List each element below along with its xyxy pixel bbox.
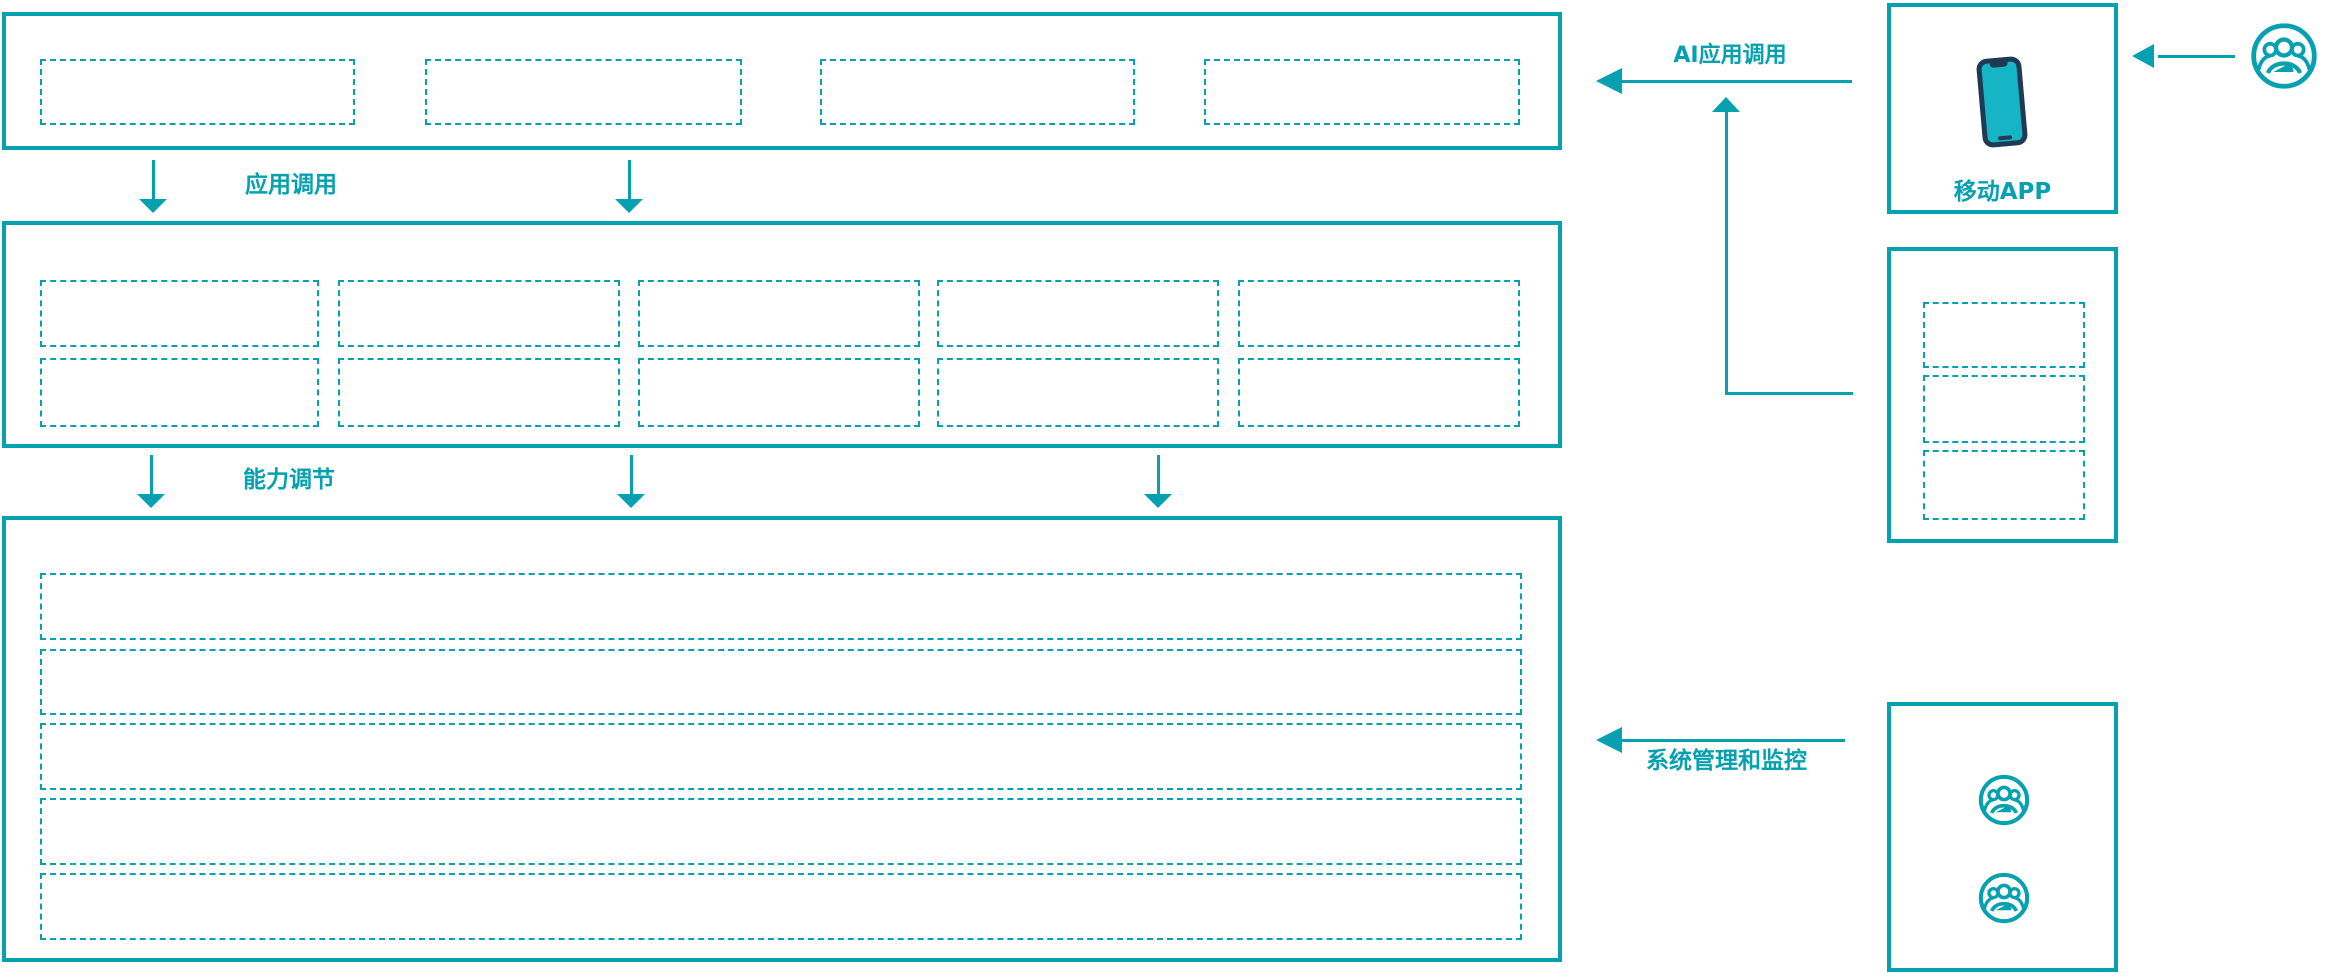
admin-users-box bbox=[1887, 702, 2118, 972]
ai-call-arrowhead bbox=[1596, 68, 1622, 94]
user-arrow-line bbox=[2158, 55, 2235, 58]
capability-arrowhead bbox=[617, 494, 645, 508]
client-slot bbox=[1923, 450, 2085, 520]
mobile-app-box: 移动APP bbox=[1887, 3, 2118, 214]
sys-mgmt-arrowhead bbox=[1596, 727, 1622, 753]
capability-arrowhead bbox=[137, 494, 165, 508]
client-up-arrowhead bbox=[1712, 97, 1740, 112]
capability-label: 能力调节 bbox=[243, 467, 335, 493]
capability-slot bbox=[1238, 358, 1520, 427]
app-call-arrowhead bbox=[139, 199, 167, 213]
users-group-icon bbox=[1978, 774, 2030, 826]
app-call-arrowhead bbox=[615, 199, 643, 213]
capability-slot bbox=[338, 280, 620, 347]
sys-mgmt-label: 系统管理和监控 bbox=[1646, 748, 1807, 774]
capability-slot bbox=[937, 280, 1219, 347]
capability-arrow-stem bbox=[150, 455, 153, 495]
client-up-arrow-stem bbox=[1725, 112, 1728, 394]
users-group-icon bbox=[1978, 872, 2030, 924]
platform-row-slot bbox=[40, 649, 1522, 715]
client-slot bbox=[1923, 302, 2085, 368]
capability-slot bbox=[40, 358, 319, 427]
capability-slot bbox=[338, 358, 620, 427]
app-call-arrow-stem bbox=[152, 160, 155, 200]
capability-slot bbox=[638, 358, 920, 427]
app-call-label: 应用调用 bbox=[245, 172, 337, 198]
platform-row-slot bbox=[40, 723, 1522, 790]
app-slot bbox=[1204, 59, 1520, 125]
smartphone-icon bbox=[1975, 55, 2029, 149]
user-arrowhead bbox=[2132, 44, 2154, 68]
platform-row-slot bbox=[40, 573, 1522, 640]
capability-slot bbox=[1238, 280, 1520, 347]
users-group-icon bbox=[2250, 22, 2318, 90]
capability-slot bbox=[638, 280, 920, 347]
app-slot bbox=[425, 59, 742, 125]
capability-slot bbox=[40, 280, 319, 347]
ai-call-arrow-line bbox=[1622, 80, 1852, 83]
client-panel-box bbox=[1887, 247, 2118, 543]
capability-layer-box bbox=[2, 221, 1562, 448]
platform-row-slot bbox=[40, 873, 1522, 940]
ai-call-label: AI应用调用 bbox=[1673, 43, 1787, 68]
client-up-arrow-elbow bbox=[1725, 392, 1853, 395]
capability-arrowhead bbox=[1144, 494, 1172, 508]
capability-slot bbox=[937, 358, 1219, 427]
platform-row-slot bbox=[40, 798, 1522, 865]
sys-mgmt-arrow-line bbox=[1622, 739, 1845, 742]
capability-arrow-stem bbox=[1157, 455, 1160, 495]
app-layer-box bbox=[2, 12, 1562, 150]
client-slot bbox=[1923, 375, 2085, 443]
app-call-arrow-stem bbox=[628, 160, 631, 200]
capability-arrow-stem bbox=[630, 455, 633, 495]
platform-layer-box bbox=[2, 516, 1562, 962]
app-slot bbox=[820, 59, 1135, 125]
mobile-app-label: 移动APP bbox=[1953, 179, 2052, 205]
app-slot bbox=[40, 59, 355, 125]
